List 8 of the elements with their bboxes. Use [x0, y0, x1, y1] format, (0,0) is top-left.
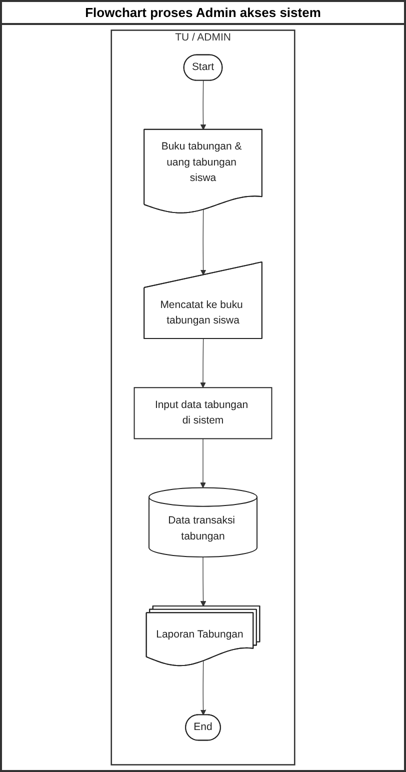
arrow	[200, 80, 206, 130]
diagram-title: Flowchart proses Admin akses sistem	[2, 2, 404, 25]
arrow	[200, 209, 206, 276]
arrow	[200, 438, 206, 488]
arrow	[200, 556, 206, 607]
node-box: Input data tabungan di sistem	[134, 387, 272, 440]
arrow	[200, 338, 206, 388]
arrow	[200, 660, 206, 716]
